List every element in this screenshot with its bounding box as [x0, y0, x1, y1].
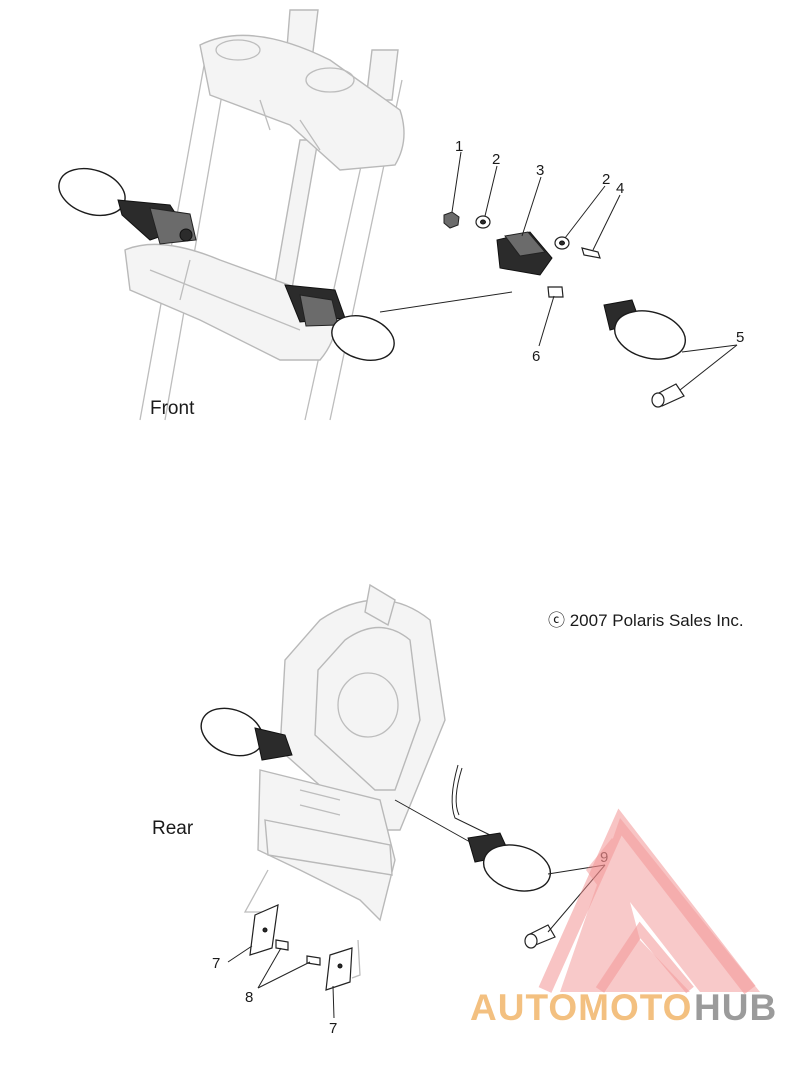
section-label-rear: Rear — [152, 818, 194, 839]
callout-8: 8 — [245, 989, 253, 1006]
callout-2a: 2 — [492, 151, 500, 168]
front-left-turn-signal — [58, 167, 197, 245]
rear-right-turn-signal — [394, 764, 556, 949]
screw-left — [275, 939, 289, 951]
callout-2b: 2 — [602, 171, 610, 188]
front-callout-leaders — [451, 151, 738, 391]
front-fork-assembly — [124, 9, 405, 421]
watermark-text-hub: HUB — [694, 987, 777, 1028]
callout-6: 6 — [532, 348, 540, 365]
rear-fender-assembly — [257, 583, 446, 922]
copyright-text: ⓒ 2007 Polaris Sales Inc. — [548, 611, 744, 630]
callout-1: 1 — [455, 138, 463, 155]
callout-3: 3 — [536, 162, 544, 179]
section-label-front: Front — [150, 398, 195, 419]
front-exploded-parts — [443, 211, 686, 408]
front-leader-line — [379, 291, 513, 313]
front-right-turn-signal — [284, 284, 395, 361]
watermark-logo: AUTOMOTO HUB — [470, 808, 777, 1028]
watermark-text-automoto: AUTOMOTO — [470, 987, 692, 1028]
bolt-part — [547, 286, 564, 298]
turn-signal-lens-part — [614, 310, 686, 360]
screw-right — [306, 955, 321, 966]
screw-part — [581, 247, 601, 259]
rear-plates-hardware — [243, 869, 361, 991]
rear-left-turn-signal — [200, 707, 293, 761]
nut-part — [443, 211, 460, 229]
callout-7b: 7 — [329, 1020, 337, 1037]
reflector-plate-right — [325, 947, 353, 991]
callout-7a: 7 — [212, 955, 220, 972]
callout-4: 4 — [616, 180, 624, 197]
callout-5: 5 — [736, 329, 744, 346]
